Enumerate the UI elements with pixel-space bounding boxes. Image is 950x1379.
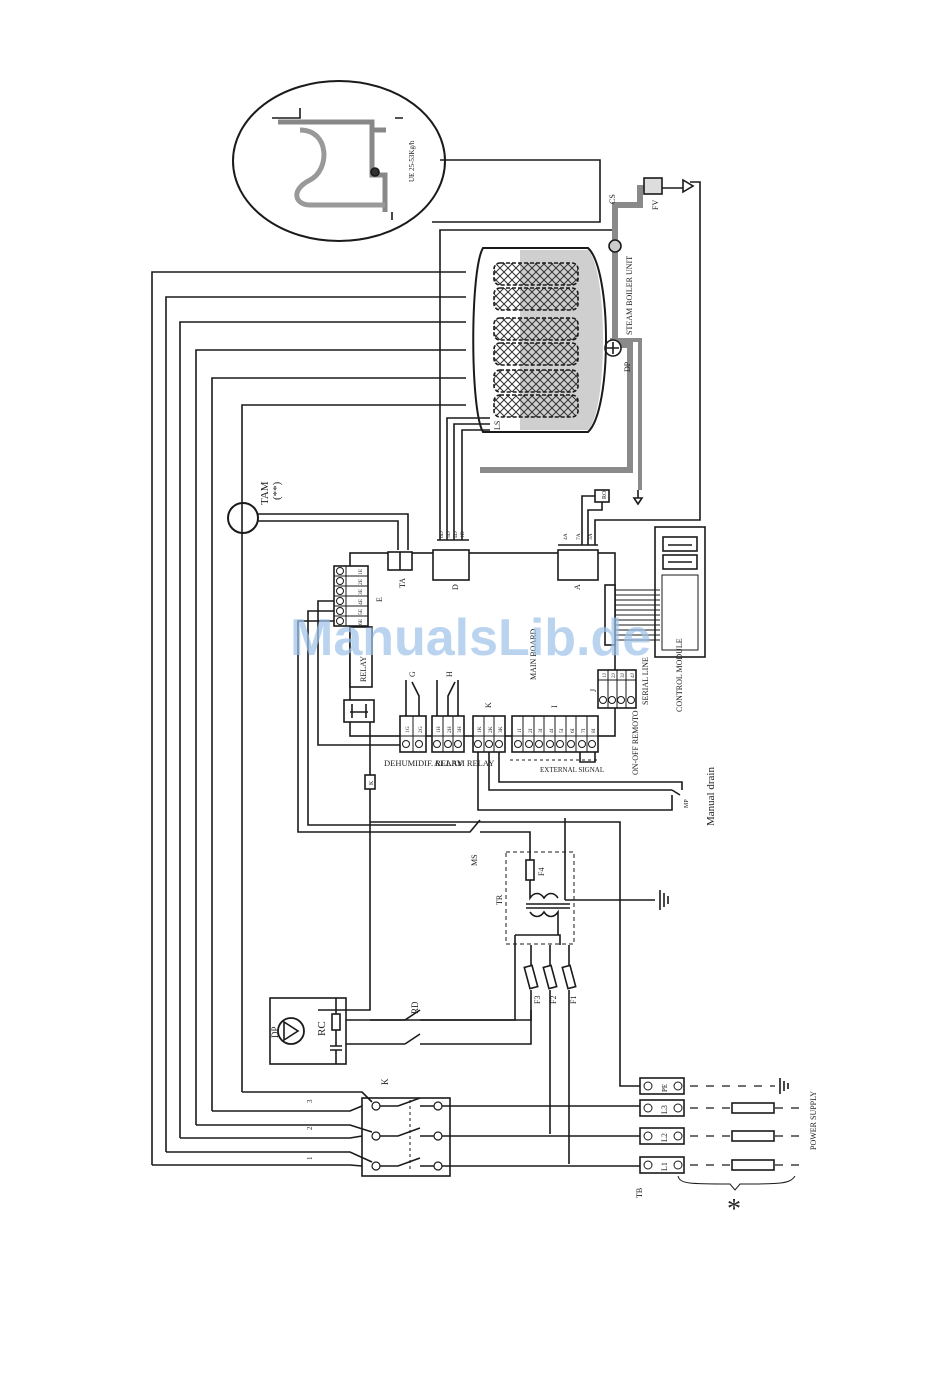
label-relay: RELAY [359, 656, 368, 682]
inset-detail [232, 80, 446, 242]
label-wire2: 2 [306, 1126, 314, 1130]
term-j-0: 1J [602, 672, 608, 678]
label-cs: CS [608, 194, 617, 204]
label-ro: RO [602, 490, 608, 499]
term-h-1: 2H [447, 726, 453, 733]
label-on-off-remote: ON-OFF REMOTO [631, 710, 640, 775]
term-i-2: 3I [538, 728, 544, 733]
label-tb: TB [635, 1188, 644, 1198]
label-asterisk: * [727, 1194, 741, 1225]
term-j-3: 4J [630, 672, 636, 678]
label-l3: L3 [660, 1105, 669, 1114]
term-g-1: 2G [418, 726, 424, 733]
term-h-2: 3H [457, 726, 463, 733]
term-d-3: 1D [460, 531, 466, 538]
term-e-3: 4E [358, 598, 364, 605]
label-i: I [550, 705, 559, 708]
label-dp-motor: DP [270, 1026, 280, 1038]
label-power-supply: POWER SUPPLY [809, 1091, 818, 1150]
term-k-0: 1K [477, 726, 483, 733]
a-wires [581, 181, 701, 545]
term-h-0: 1H [436, 726, 442, 733]
term-e-2: 3E [358, 588, 364, 595]
label-k-relay: K [369, 780, 375, 785]
term-i-1: 2I [528, 728, 534, 733]
term-e-5: 6E [358, 618, 364, 625]
term-e-4: 5E [358, 608, 364, 615]
label-alarm-relay: ALARM RELAY [434, 758, 494, 768]
label-l2: L2 [660, 1133, 669, 1142]
label-k-board: K [484, 702, 493, 708]
steam-boiler [472, 247, 607, 433]
label-h: H [445, 671, 454, 677]
label-g: G [408, 671, 417, 677]
label-dp-pump: DP [623, 361, 632, 372]
label-dehumidif-relay: DEHUMIDIF. RELAY [384, 758, 463, 768]
term-e-0: 1E [358, 568, 364, 575]
label-main-board: MAIN BOARD [529, 628, 538, 680]
label-d: D [451, 584, 460, 590]
term-i-4: 5I [559, 728, 565, 733]
label-steam-boiler: STEAM BOILER UNIT [625, 256, 634, 335]
label-tr: TR [495, 894, 504, 905]
label-ue: UE 25-53Kg/h [408, 140, 416, 182]
term-j-2: 3J [620, 672, 626, 678]
label-wire3: 3 [306, 1099, 314, 1103]
label-ls: LS [493, 421, 502, 430]
label-e: E [375, 597, 384, 602]
term-a-1: 7A [576, 533, 582, 540]
term-e-1: 2E [358, 578, 364, 585]
label-k-contactor: K [380, 1078, 390, 1085]
ls-wires [432, 159, 612, 540]
label-rc: RC [316, 1021, 328, 1036]
term-k-1: 2K [488, 726, 494, 733]
label-f2: F2 [549, 996, 558, 1004]
label-ta: TA [398, 578, 407, 588]
label-f1: F1 [569, 996, 578, 1004]
label-l1: L1 [660, 1162, 669, 1171]
label-f3: F3 [533, 996, 542, 1004]
term-k-2: 3K [498, 726, 504, 733]
term-j-1: 2J [611, 672, 617, 678]
term-d-1: 5D [446, 531, 452, 538]
label-f4: F4 [537, 868, 546, 876]
label-a: A [573, 584, 582, 590]
watermark: ManualsLib.de [290, 609, 651, 667]
label-external-signal: EXTERNAL SIGNAL [540, 766, 604, 774]
label-tam-note: (**) [271, 481, 283, 500]
term-d-2: 4D [453, 531, 459, 538]
label-tam: TAM [259, 481, 271, 505]
term-a-2: 3A [588, 533, 594, 540]
term-i-7: 8I [591, 728, 597, 733]
heater-wires [151, 271, 466, 1165]
label-manual-drain: Manual drain [705, 767, 717, 826]
term-i-6: 7I [581, 728, 587, 733]
term-d-0: 6D [439, 531, 445, 538]
term-i-5: 6I [570, 728, 576, 733]
term-g-0: 1G [405, 726, 411, 733]
label-j: J [589, 689, 598, 692]
steam-piping [480, 177, 695, 506]
term-a-0: 4A [563, 533, 569, 540]
label-serial-line: SERIAL LINE [641, 657, 650, 705]
term-i-0: 1I [517, 728, 523, 733]
label-ms: MS [470, 854, 479, 866]
term-i-3: 4I [549, 728, 555, 733]
label-mp: MP [684, 799, 690, 808]
label-wire1: 1 [306, 1156, 314, 1160]
label-pe: PE [661, 1084, 669, 1092]
label-fv: FV [651, 200, 660, 210]
label-control-module: CONTROL MODULE [675, 638, 684, 712]
label-rd: RD [410, 1001, 420, 1014]
